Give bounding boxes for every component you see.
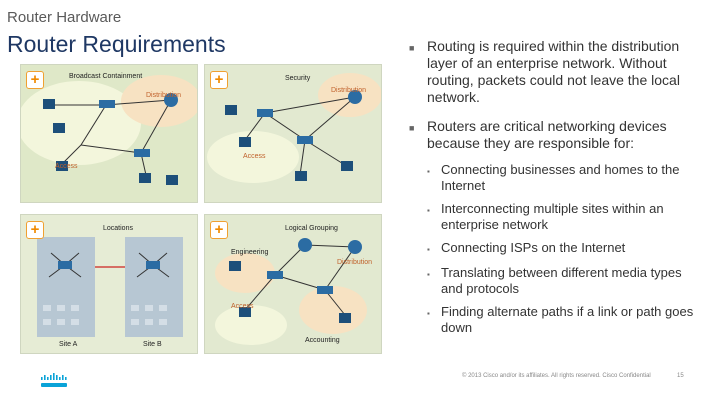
panel-broadcast-access: Access [55, 163, 78, 170]
panel-broadcast-distribution: Distribution [146, 92, 182, 99]
bullet-marker: ▪ [427, 245, 430, 254]
bullet-list: ■ Routing is required within the distrib… [409, 38, 705, 343]
panel-broadcast-containment: + Broadcast Containment Distribution Acc… [20, 64, 198, 203]
panel-logical-grouping: + Logical Grouping Engineering Distribut… [204, 214, 382, 354]
page-title: Router Requirements [7, 31, 226, 57]
panel-logical-accounting: Accounting [305, 337, 340, 344]
sub-bullet-text: Interconnecting multiple sites within an… [441, 201, 664, 232]
panel-locations-site-a: Site A [59, 341, 78, 348]
sub-bullet-text: Finding alternate paths if a link or pat… [441, 304, 694, 335]
sub-bullet-text: Connecting ISPs on the Internet [441, 240, 626, 255]
plus-icon[interactable]: + [210, 221, 228, 239]
panel-security-distribution: Distribution [331, 87, 367, 94]
bullet-marker: ▪ [427, 309, 430, 318]
panel-security: + Security Distribution Access [204, 64, 382, 203]
footer-copyright: © 2013 Cisco and/or its affiliates. All … [462, 373, 651, 379]
panel-logical-access: Access [231, 303, 254, 310]
sub-bullet: ▪ Translating between different media ty… [427, 265, 705, 297]
main-bullet-text: Routers are critical networking devices … [427, 118, 667, 151]
bullet-marker: ■ [409, 43, 415, 53]
logical-diagram [215, 238, 367, 345]
cisco-logo-icon [41, 373, 67, 387]
sub-bullet: ▪ Finding alternate paths if a link or p… [427, 304, 705, 336]
panel-logical-title: Logical Grouping [285, 225, 338, 232]
broadcast-diagram [21, 75, 197, 185]
panel-security-title: Security [285, 75, 311, 82]
sub-bullet: ▪ Connecting ISPs on the Internet [427, 240, 705, 258]
panel-locations: + Locations Site A Site B [20, 214, 198, 354]
bullet-marker: ▪ [427, 206, 430, 215]
bullet-marker: ▪ [427, 167, 430, 176]
panel-locations-title: Locations [103, 225, 133, 232]
bullet-marker: ▪ [427, 270, 430, 279]
main-bullet: ■ Routing is required within the distrib… [409, 38, 705, 106]
main-bullet-text: Routing is required within the distribut… [427, 38, 680, 105]
bullet-marker: ■ [409, 123, 415, 133]
main-bullet: ■ Routers are critical networking device… [409, 118, 705, 152]
sub-bullet-text: Translating between different media type… [441, 265, 682, 296]
locations-diagram [37, 237, 183, 337]
sub-bullet-list: ▪ Connecting businesses and homes to the… [427, 162, 705, 336]
sub-bullet: ▪ Connecting businesses and homes to the… [427, 162, 705, 194]
section-title: Router Hardware [7, 9, 122, 26]
plus-icon[interactable]: + [26, 221, 44, 239]
panel-locations-site-b: Site B [143, 341, 162, 348]
sub-bullet: ▪ Interconnecting multiple sites within … [427, 201, 705, 233]
panel-security-access: Access [243, 153, 266, 160]
plus-icon[interactable]: + [210, 71, 228, 89]
sub-bullet-text: Connecting businesses and homes to the I… [441, 162, 680, 193]
panel-logical-distribution: Distribution [337, 259, 373, 266]
diagram-area: + Broadcast Containment Distribution Acc… [20, 64, 382, 354]
panel-broadcast-title: Broadcast Containment [69, 73, 143, 80]
plus-icon[interactable]: + [26, 71, 44, 89]
page-number: 15 [677, 373, 684, 379]
panel-logical-engineering: Engineering [231, 249, 269, 256]
security-diagram [207, 73, 381, 183]
